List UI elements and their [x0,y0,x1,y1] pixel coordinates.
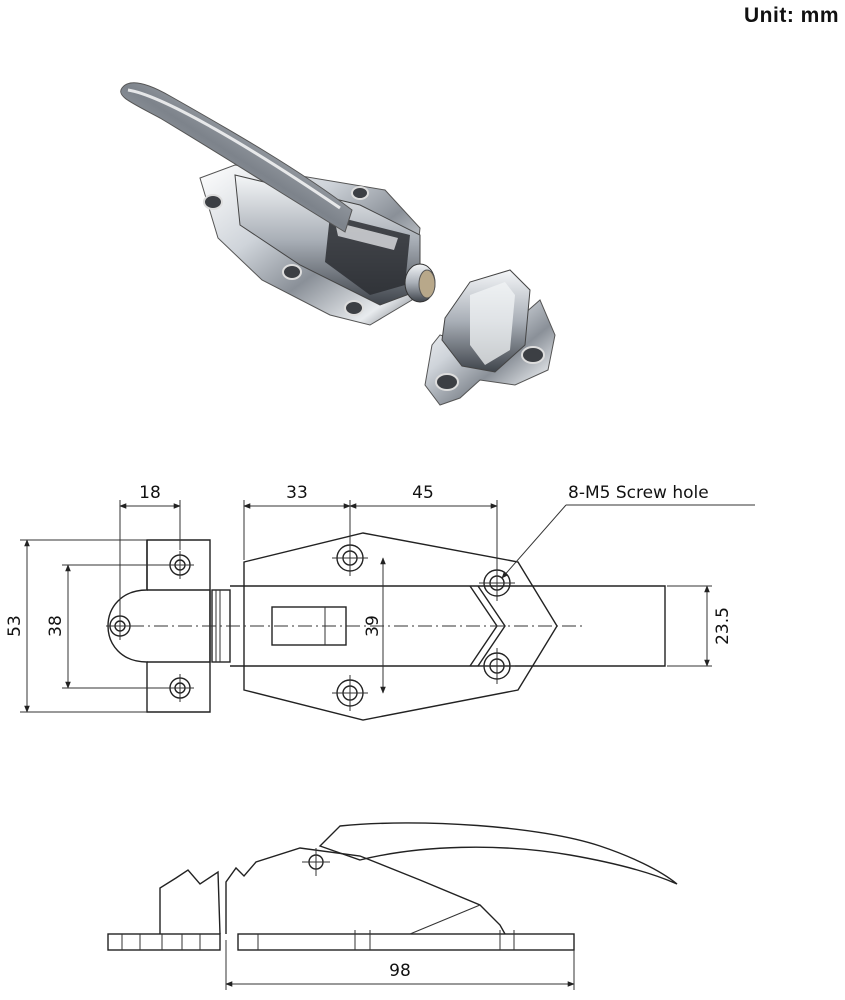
dim-98-label: 98 [389,961,411,981]
photo-hole [203,194,223,210]
photo-hole [435,373,459,391]
latch-photo [120,82,556,406]
dim-23-5-label: 23.5 [713,607,733,645]
dim-33-label: 33 [286,483,308,503]
dim-38-label: 38 [46,615,66,637]
latch-body-view [230,532,666,721]
side-view [107,822,678,951]
dim-18: 18 [119,483,181,612]
dim-33-45: 33 45 [243,483,498,568]
dim-98: 98 [225,940,575,990]
photo-hole [282,264,302,280]
dim-45-label: 45 [412,483,434,503]
photo-hole [351,186,369,200]
screw-hole-callout: 8-M5 Screw hole [501,483,755,579]
dim-39-label: 39 [363,615,383,637]
photo-hole [344,300,364,316]
unit-label: Unit: mm [744,4,839,27]
dim-53: 53 [5,539,147,713]
dim-53-label: 53 [5,615,25,637]
dim-39: 39 [363,557,386,694]
photo-hole [521,346,545,364]
dim-38: 38 [46,564,168,689]
dim-18-label: 18 [139,483,161,503]
latch-handle [120,82,353,233]
callout-label: 8-M5 Screw hole [568,483,709,503]
dim-23-5: 23.5 [667,585,733,667]
